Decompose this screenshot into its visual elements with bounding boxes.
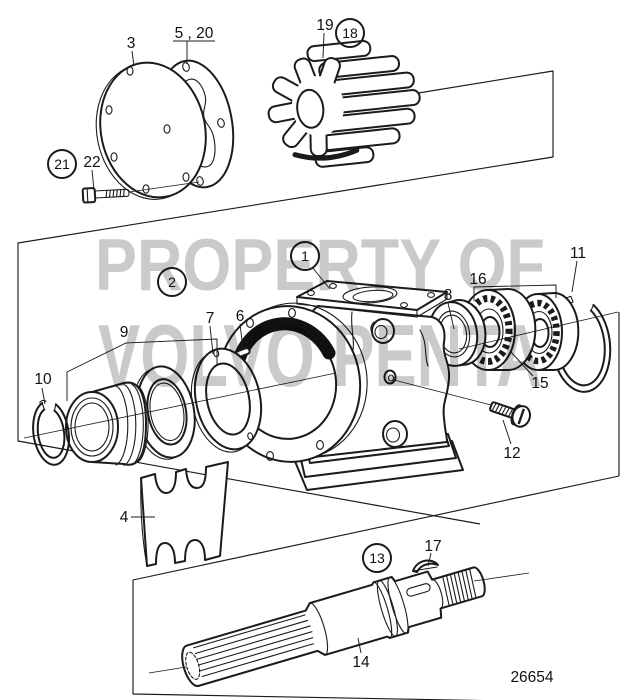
callout-9: 9 — [120, 324, 129, 341]
callout-2: 2 — [168, 274, 176, 290]
callout-5-20: 5 , 20 — [175, 25, 214, 42]
callout-14: 14 — [352, 654, 370, 671]
watermark: PROPERTY OF VOLVO PENTA — [95, 225, 545, 405]
screw-part — [489, 401, 531, 428]
callout-16: 16 — [469, 271, 486, 288]
callout-2-circled: 2 — [157, 267, 187, 297]
callout-18-circled: 18 — [335, 18, 365, 48]
impeller-part — [267, 39, 421, 168]
callout-18: 18 — [342, 25, 358, 41]
callout-19: 19 — [316, 17, 333, 34]
callout-21-circled: 21 — [47, 149, 77, 179]
flat-ring-part — [190, 347, 263, 453]
seal-kit-cup-part — [65, 381, 149, 467]
callout-13: 13 — [369, 550, 385, 566]
callout-3: 3 — [127, 35, 136, 52]
wear-plate-part — [140, 461, 229, 567]
callout-10: 10 — [34, 371, 52, 388]
callout-11: 11 — [570, 245, 586, 262]
callout-1-circled: 1 — [290, 241, 320, 271]
woodruff-key-part — [412, 559, 439, 573]
callout-labels: 3 5 , 20 19 22 9 7 6 10 8 16 11 15 12 4 … — [34, 17, 586, 686]
callout-13-circled: 13 — [362, 543, 392, 573]
callout-21: 21 — [54, 156, 70, 172]
callout-8: 8 — [444, 287, 453, 304]
bracket-9 — [66, 338, 218, 401]
hex-bolt-part — [81, 187, 130, 204]
callout-12: 12 — [503, 445, 520, 462]
callout-leaders — [41, 32, 578, 654]
watermark-line1: PROPERTY OF — [95, 225, 545, 306]
callout-22: 22 — [83, 154, 100, 171]
shaft-sheet-border — [132, 475, 620, 700]
seal-kit-ring-part — [132, 365, 196, 460]
callout-7: 7 — [206, 310, 215, 327]
drawing-number: 26654 — [510, 669, 553, 686]
bracket-16 — [473, 284, 557, 301]
construction-lines — [23, 181, 619, 674]
snap-ring-small-part — [32, 399, 70, 466]
callout-1: 1 — [301, 248, 309, 264]
callout-17: 17 — [424, 538, 441, 555]
watermark-line2: VOLVO PENTA — [98, 306, 542, 405]
callout-6: 6 — [236, 308, 245, 325]
callout-15: 15 — [531, 375, 548, 392]
callout-4: 4 — [120, 509, 129, 526]
cover-plate-part — [95, 61, 207, 200]
pump-shaft-part — [181, 566, 486, 688]
